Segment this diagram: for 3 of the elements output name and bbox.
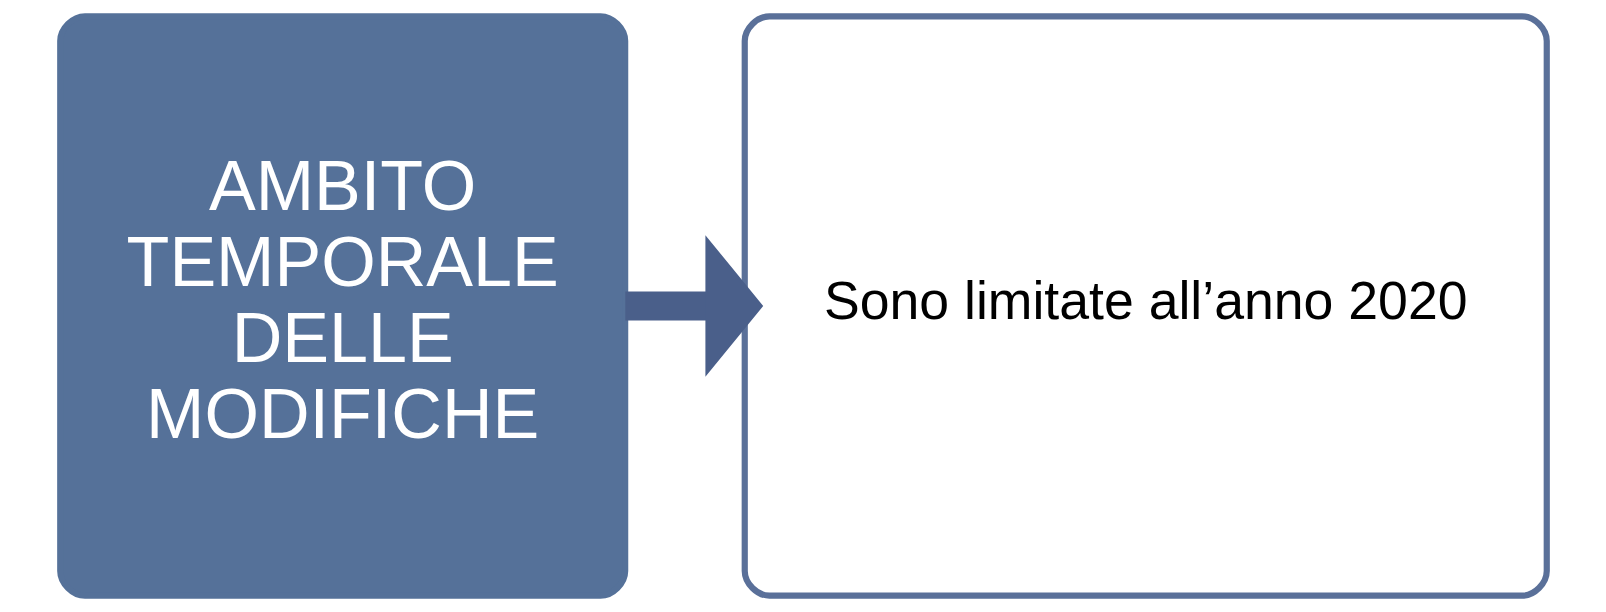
arrow	[624, 235, 763, 377]
node-box: AMBITO TEMPORALE DELLE MODIFICHE	[56, 13, 628, 599]
node-box: Sono limitate all’anno 2020	[741, 13, 1550, 599]
